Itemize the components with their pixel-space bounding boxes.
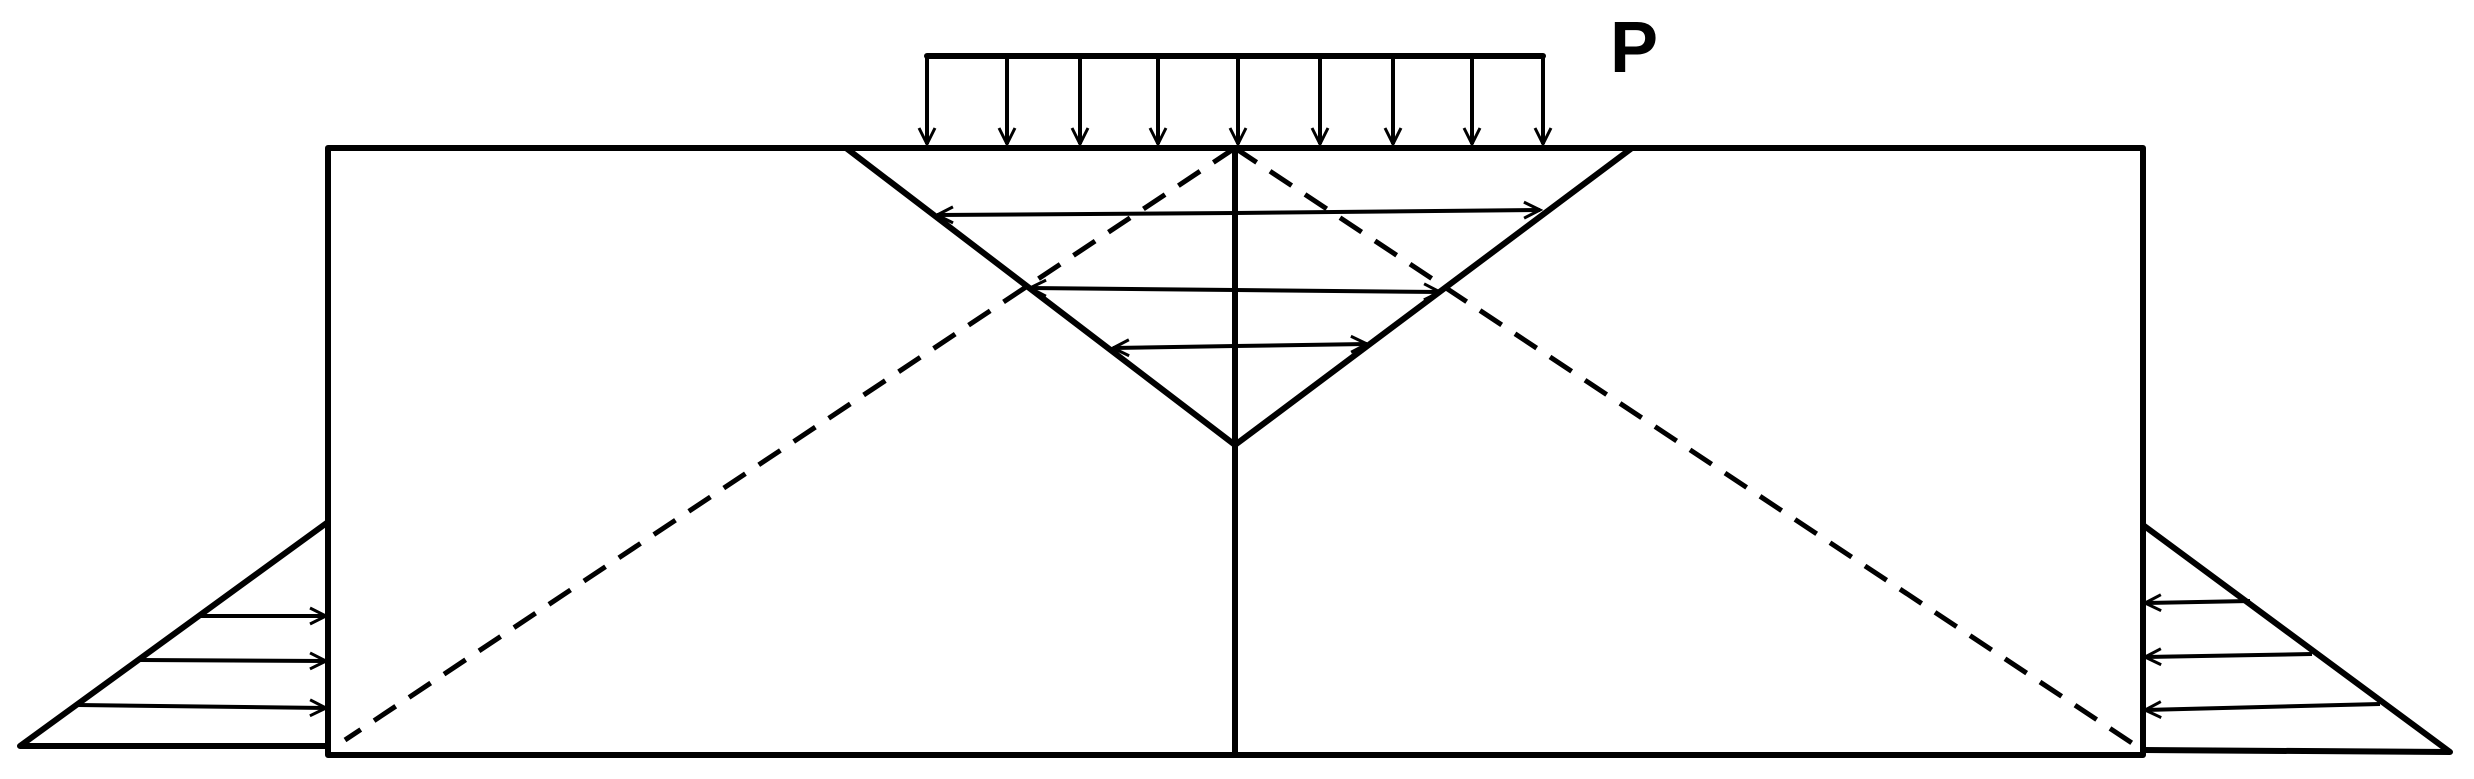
tension-arrow-top	[937, 213, 1236, 215]
wedge-left-edge	[843, 145, 1238, 448]
left-pressure-arrow	[139, 660, 326, 661]
right-pressure-outline	[2140, 522, 2453, 755]
left-pressure-outline	[17, 519, 331, 749]
tension-arrow-bottom	[1234, 344, 1367, 346]
tension-arrow-bottom	[1113, 346, 1236, 348]
left-side-pressure	[17, 519, 331, 749]
right-pressure-arrow	[2145, 704, 2381, 710]
load-label: P	[1610, 8, 1658, 88]
left-pressure-arrow	[77, 705, 326, 708]
right-pressure-arrow	[2145, 654, 2313, 657]
distributed-load	[927, 53, 1543, 144]
tension-arrow-middle	[1234, 290, 1440, 292]
dashed-diagonal-left	[343, 145, 1237, 743]
right-pressure-arrow	[2145, 601, 2251, 603]
tension-arrow-middle	[1030, 288, 1236, 290]
tension-arrow-top	[1234, 210, 1540, 213]
dashed-diagonal-right	[1233, 145, 2137, 748]
tension-arrows	[937, 210, 1540, 348]
wedge-right-edge	[1232, 145, 1635, 448]
right-side-pressure	[2140, 522, 2453, 755]
